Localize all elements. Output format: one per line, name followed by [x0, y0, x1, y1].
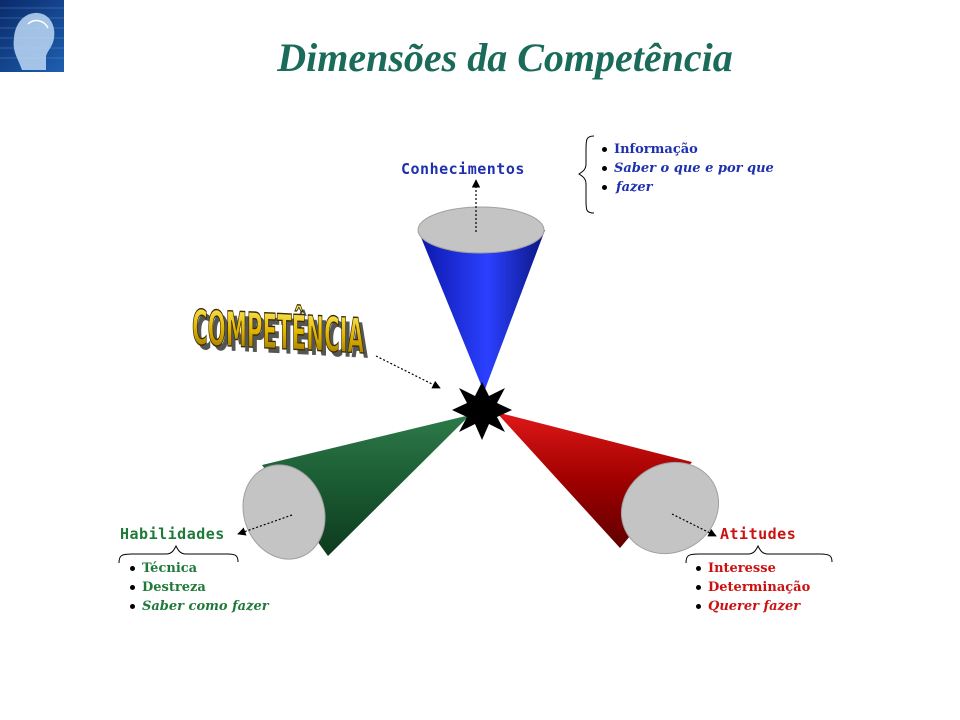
page-title: Dimensões da Competência [277, 35, 733, 80]
list-item: Saber o que e por que [600, 159, 774, 178]
cone-habilidades [242, 415, 470, 560]
center-burst-icon [452, 382, 512, 440]
arrow-habilidades [237, 514, 293, 536]
list-item-continued: fazer [600, 178, 774, 197]
brace-atitudes [685, 544, 833, 564]
cone-atitudes [496, 412, 720, 555]
cone-conhecimentos [417, 206, 545, 392]
list-item: Determinação [694, 578, 810, 597]
list-item: Destreza [128, 578, 269, 597]
competencia-shadow: COMPETÊNCIA [196, 304, 368, 370]
list-item: Informação [600, 140, 774, 159]
list-conhecimentos: Informação Saber o que e por que fazer [600, 140, 774, 197]
list-item: Saber como fazer [128, 597, 269, 616]
arrow-competencia [375, 355, 441, 389]
list-item: Interesse [694, 559, 810, 578]
label-atitudes: Atitudes [720, 525, 797, 543]
competencia-label: COMPETÊNCIA [192, 299, 364, 365]
label-habilidades: Habilidades [120, 525, 225, 543]
list-habilidades: Técnica Destreza Saber como fazer [128, 559, 269, 616]
arrow-atitudes [671, 513, 717, 537]
label-conhecimentos: Conhecimentos [401, 160, 525, 178]
head-logo-icon [0, 0, 64, 72]
brace-habilidades [118, 544, 239, 564]
list-item: Técnica [128, 559, 269, 578]
list-item: Querer fazer [694, 597, 810, 616]
list-atitudes: Interesse Determinação Querer fazer [694, 559, 810, 616]
competencia-wordart: COMPETÊNCIA COMPETÊNCIA [191, 299, 368, 370]
brace-conhecimentos [578, 135, 595, 214]
